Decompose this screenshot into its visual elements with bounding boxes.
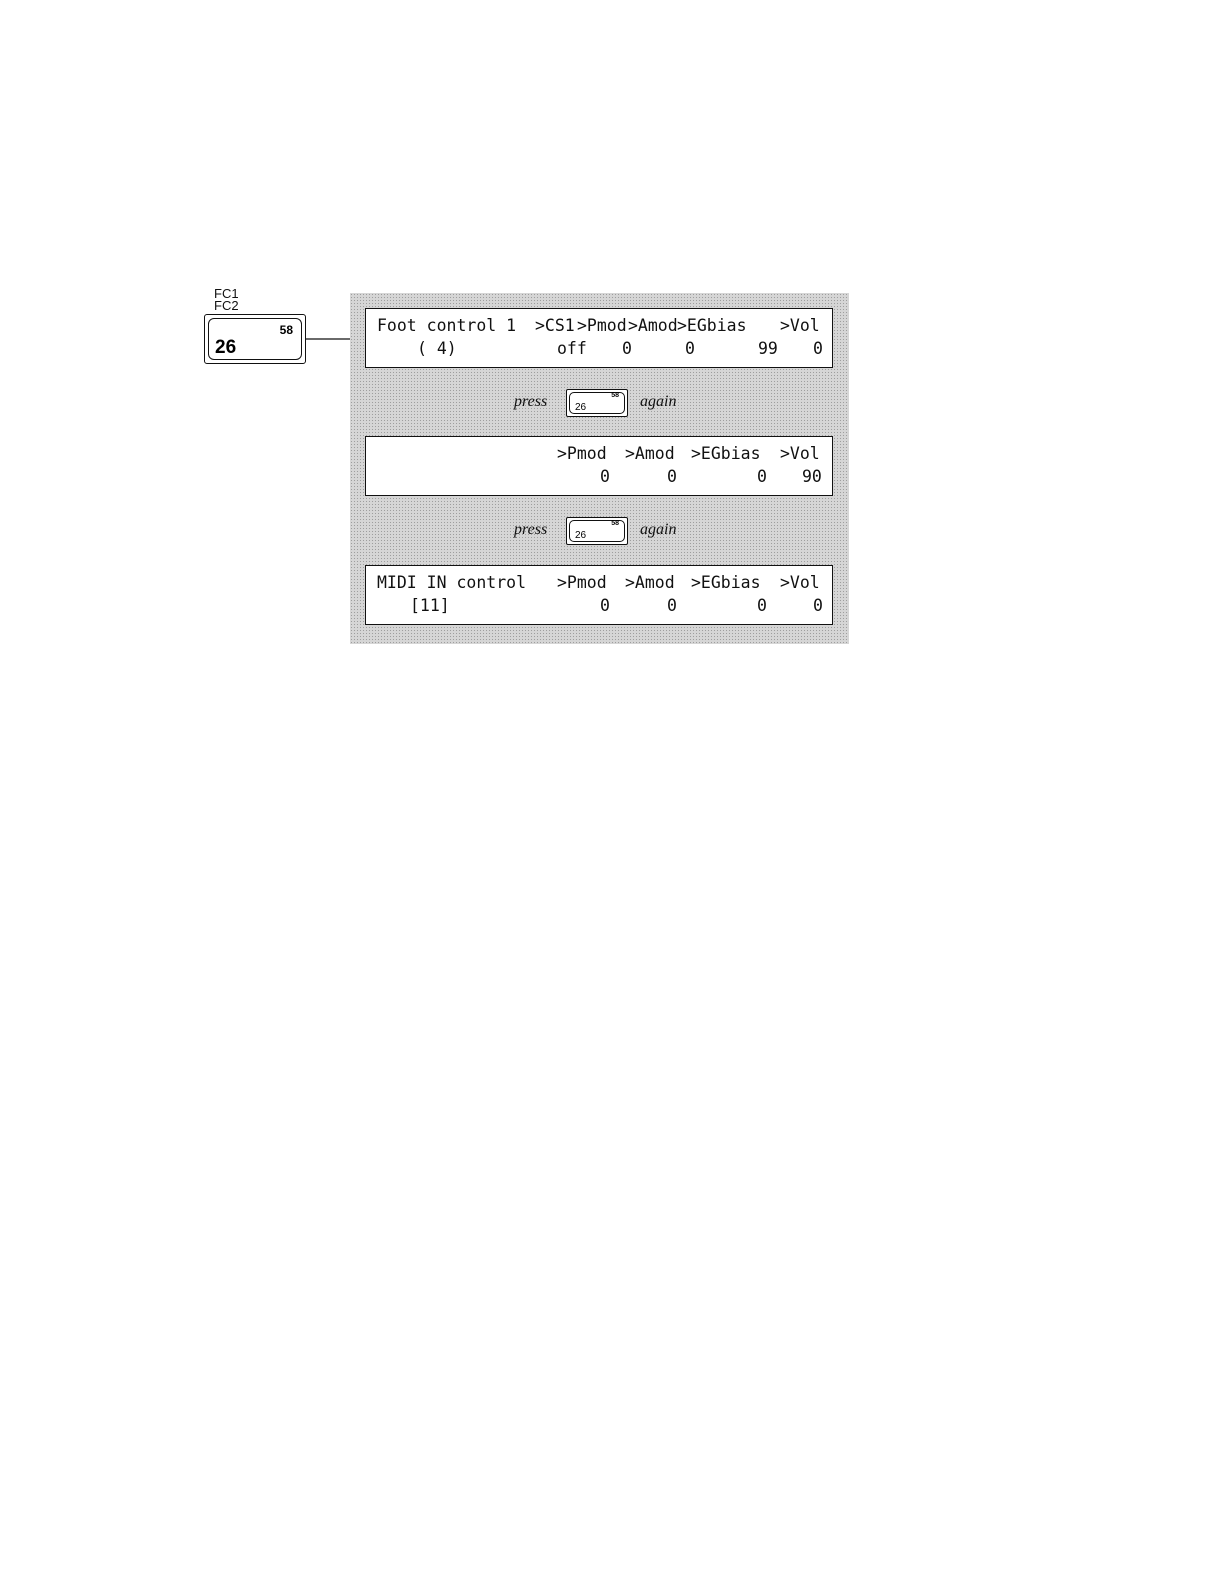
lcd-pmod-value: 0 [622,339,632,358]
lcd-cs1-label: >CS1 [535,316,575,335]
key-sub-number: 58 [279,323,293,337]
lcd-amod-value: 0 [667,467,677,486]
again-label: again [640,393,677,410]
again-label: again [640,521,677,538]
lcd-egbias-label: >EGbias [677,316,747,335]
lcd-vol-label: >Vol [780,316,820,335]
lcd-row-1: MIDI IN control >Pmod >Amod >EGbias >Vol [377,572,820,594]
key-main-number: 26 [575,402,587,413]
lcd-pmod-value: 0 [600,596,610,615]
lcd-number: [11] [410,596,450,615]
lcd-screen-foot-control-page-2: >Pmod >Amod >EGbias >Vol 0 0 0 90 [365,436,833,496]
key-26-button[interactable]: 58 26 [204,314,306,364]
lcd-title: MIDI IN control [377,573,527,592]
lcd-amod-label: >Amod [628,316,678,335]
lcd-amod-value: 0 [667,596,677,615]
key-main-number: 26 [575,530,587,541]
lcd-egbias-label: >EGbias [691,573,761,592]
fc2-label: FC2 [214,298,239,313]
lcd-vol-value: 90 [802,467,822,486]
lcd-row-2: ( 4) off 0 0 99 0 [377,338,823,360]
lcd-vol-label: >Vol [780,444,820,463]
lcd-vol-label: >Vol [780,573,820,592]
lcd-egbias-value: 0 [757,467,767,486]
lcd-amod-label: >Amod [625,573,675,592]
press-again-row-2: press 58 26 again [510,517,710,547]
key-26-small-button[interactable]: 58 26 [566,389,628,417]
key-main-number: 26 [215,337,237,358]
lcd-amod-label: >Amod [625,444,675,463]
lcd-row-2: 0 0 0 90 [377,466,822,488]
fc1-label: FC1 [214,286,239,301]
lcd-row-2: [11] 0 0 0 0 [377,595,823,617]
press-label: press [514,393,548,410]
lcd-screen-midi-in-control: MIDI IN control >Pmod >Amod >EGbias >Vol… [365,565,833,625]
lcd-row-1: Foot control 1 >CS1 >Pmod >Amod >EGbias … [377,315,820,337]
key-26-small-button[interactable]: 58 26 [566,517,628,545]
lcd-pmod-label: >Pmod [557,573,607,592]
press-again-row-1: press 58 26 again [510,389,710,419]
lcd-egbias-value: 0 [757,596,767,615]
lcd-row-1: >Pmod >Amod >EGbias >Vol [377,443,820,465]
lcd-title: Foot control 1 [377,316,517,335]
lcd-pmod-value: 0 [600,467,610,486]
lcd-egbias-value: 99 [758,339,778,358]
lcd-screen-foot-control: Foot control 1 >CS1 >Pmod >Amod >EGbias … [365,308,833,368]
lcd-number: ( 4) [417,339,457,358]
key-sub-number: 58 [611,392,619,399]
key-sub-number: 58 [611,520,619,527]
lcd-cs1-value: off [557,339,587,358]
lcd-pmod-label: >Pmod [557,444,607,463]
lcd-pmod-label: >Pmod [577,316,627,335]
lcd-egbias-label: >EGbias [691,444,761,463]
lcd-amod-value: 0 [685,339,695,358]
lcd-vol-value: 0 [813,596,823,615]
lcd-vol-value: 0 [813,339,823,358]
press-label: press [514,521,548,538]
